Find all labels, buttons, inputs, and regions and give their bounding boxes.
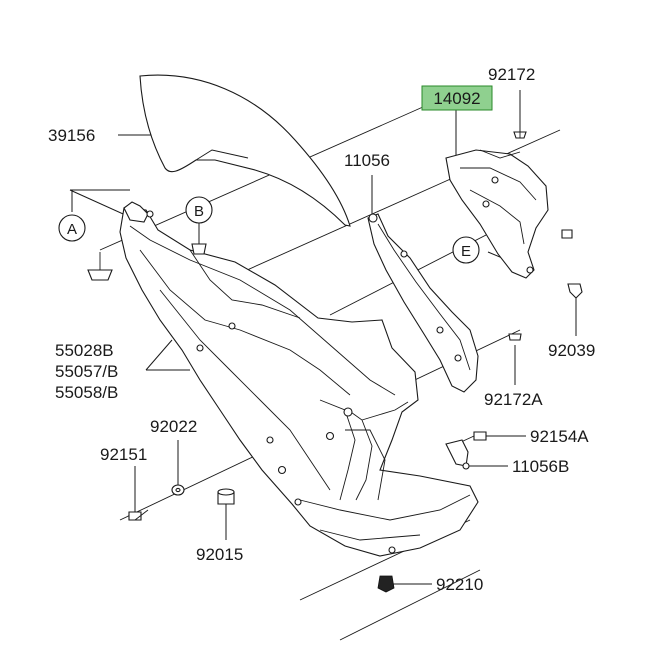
label-92172[interactable]: 92172 [488,65,535,84]
label-14092[interactable]: 14092 [433,89,480,108]
label-55057b[interactable]: 55057/B [55,362,118,381]
callout-b-label: B [194,203,204,220]
label-55028b[interactable]: 55028B [55,341,114,360]
bracket-11056-part [367,213,479,393]
label-11056[interactable]: 11056 [344,151,390,170]
hardware [87,128,583,593]
label-92015[interactable]: 92015 [196,545,243,564]
callout-e-label: E [461,243,471,260]
fairing-body-part [119,207,479,557]
label-55058b[interactable]: 55058/B [55,383,118,402]
label-92154a[interactable]: 92154A [530,427,589,446]
callout-e: E [452,236,480,264]
label-92210[interactable]: 92210 [436,575,483,594]
label-92172a[interactable]: 92172A [484,390,543,409]
label-92151[interactable]: 92151 [100,445,147,464]
cover-14092-part [445,149,549,279]
label-39156[interactable]: 39156 [48,126,95,145]
label-11056b[interactable]: 11056B [512,457,569,476]
highlight-box [421,85,493,111]
label-92022[interactable]: 92022 [150,417,197,436]
part-labels: 39156 14092 92172 11056 55028B 55057/B 5… [48,65,595,594]
callout-b: B [185,196,213,224]
callout-a: A [58,214,86,242]
label-92039[interactable]: 92039 [548,341,595,360]
windscreen-part [139,74,351,227]
callout-a-label: A [67,221,77,238]
